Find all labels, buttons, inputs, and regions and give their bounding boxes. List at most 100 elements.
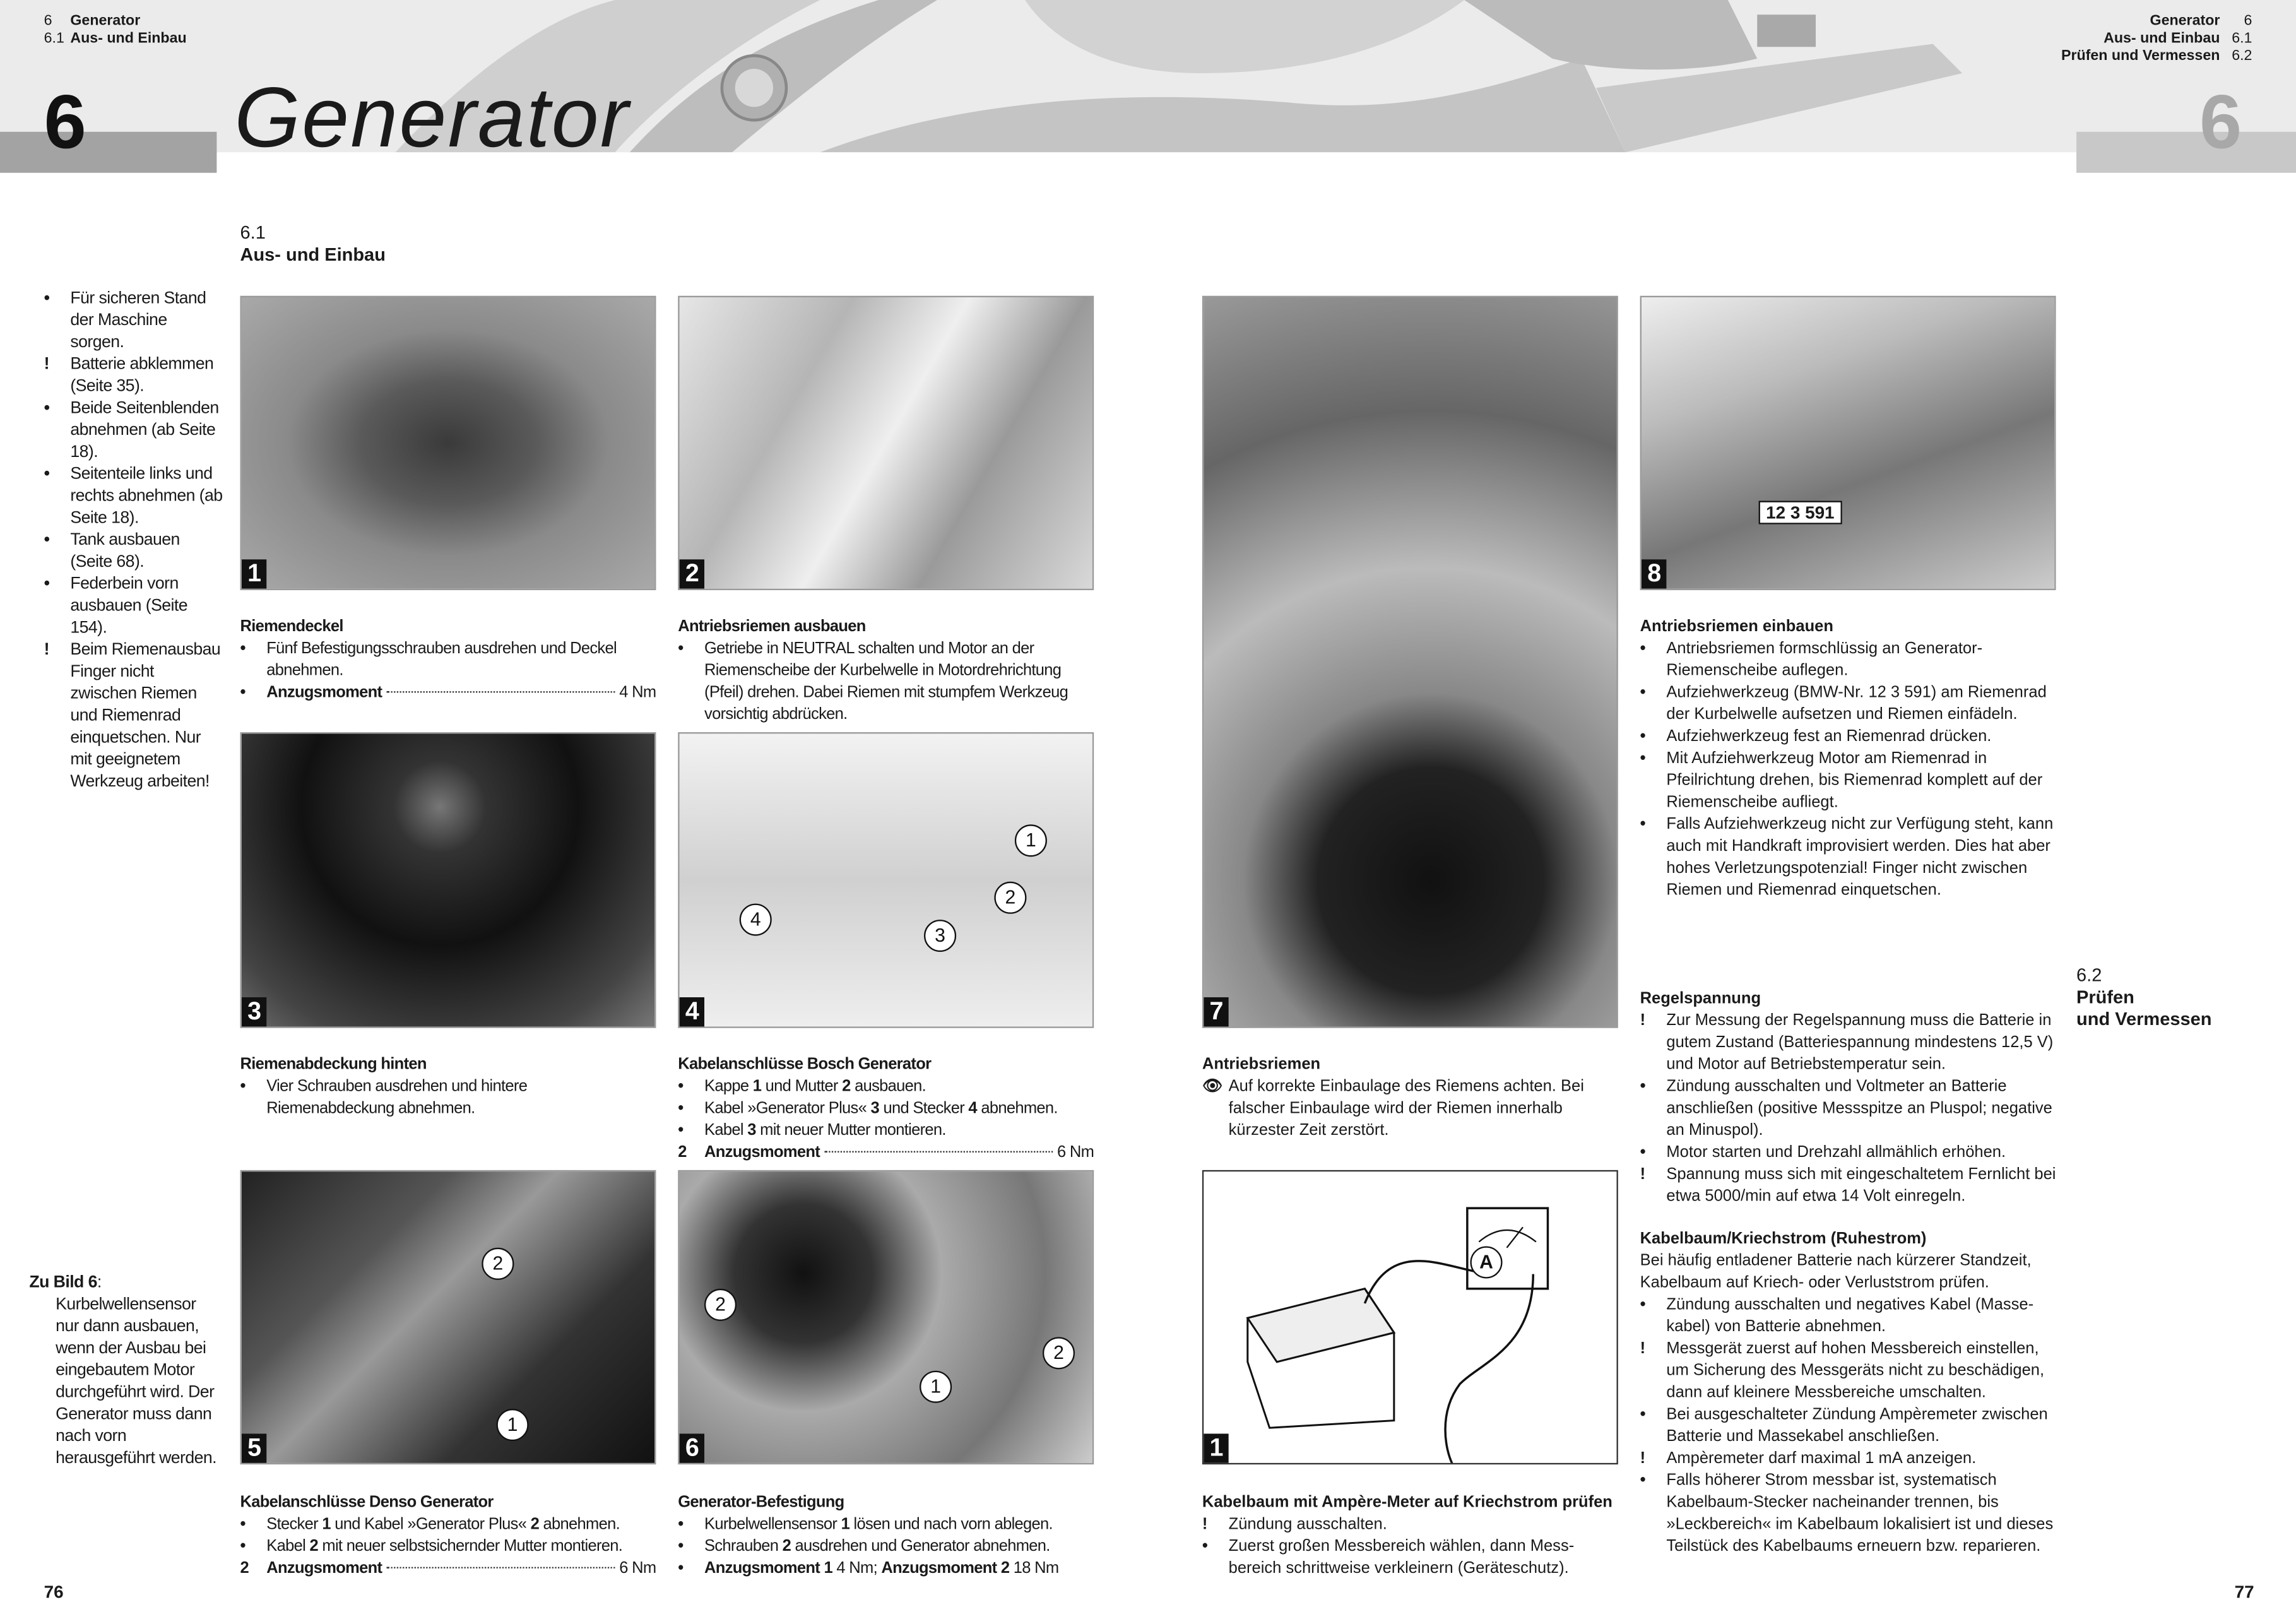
list-item: !Zündung ausschalten.	[1202, 1514, 1618, 1536]
running-head-num: 6.1	[2232, 30, 2252, 47]
item-text: Antriebsriemen formschlüssig an Generato…	[1666, 639, 2056, 683]
item-text: Zur Messung der Regelspannung muss die B…	[1666, 1011, 2064, 1076]
text-segment: Kabel	[704, 1122, 748, 1140]
item-text: Schrauben 2 ausdrehen und Generator abne…	[704, 1536, 1094, 1558]
bold-ref: 2	[309, 1538, 318, 1556]
caption-title: Antriebsriemen	[1202, 1055, 1321, 1074]
text-segment: Zuerst großen Messbereich wählen, dann M…	[1228, 1538, 1575, 1577]
text-segment: Fünf Befestigungsschrauben ausdrehen und…	[266, 639, 617, 680]
list-item: •Bei ausgeschalteter Zündung Ampèremeter…	[1640, 1404, 2065, 1449]
note-label: Zu Bild 6	[29, 1274, 97, 1292]
torque-value: 6 Nm	[1056, 1144, 1094, 1161]
bold-ref: 1	[752, 1077, 762, 1096]
callout-marker: 2	[704, 1288, 737, 1321]
torque-value: 4 Nm	[619, 684, 656, 702]
item-text: Anzugsmoment 1 4 Nm; Anzugsmoment 2 18 N…	[704, 1558, 1094, 1580]
running-head-title: Aus- und Einbau	[70, 30, 187, 47]
caption-title: Riemenabdeckung hinten	[240, 1055, 427, 1074]
text-segment: und Stecker	[879, 1099, 969, 1118]
sidebar-item: •Für sicheren Stand der Maschine sorgen.	[44, 288, 223, 354]
exclamation-icon: !	[44, 355, 50, 374]
figure-number: 4	[679, 997, 706, 1027]
list-item: •Aufziehwerkzeug (BMW-Nr. 12 3 591) am R…	[1640, 682, 2056, 726]
torque-label: Anzugsmoment	[266, 1560, 382, 1577]
list-item: •Zuerst großen Messbereich wählen, dann …	[1202, 1536, 1618, 1580]
caption-title: Riemendeckel	[240, 618, 344, 636]
sidebar-item: •Federbein vorn ausbauen (Seite 154).	[44, 574, 223, 640]
list-item: •Kappe 1 und Mutter 2 ausbauen.	[678, 1076, 1094, 1098]
item-text: Für sicheren Stand der Maschine sorgen.	[70, 290, 206, 352]
list-item: !Spannung muss sich mit eingeschaltetem …	[1640, 1165, 2065, 1209]
bullet-icon: •	[1640, 1077, 1646, 1096]
item-text: Zuerst großen Messbereich wählen, dann M…	[1229, 1536, 1618, 1580]
text-segment: und Mutter	[761, 1077, 843, 1096]
item-text: Kabel 2 mit neuer selbstsichernder Mutte…	[266, 1536, 656, 1558]
figure-caption: Generator-Befestigung•Kurbelwellensensor…	[678, 1492, 1094, 1580]
bullet-icon: •	[1640, 749, 1646, 768]
list-item: • Schrauben 2 ausdrehen und Generator abn…	[678, 1536, 1094, 1558]
dot-leader	[386, 1567, 615, 1568]
bullet-icon: •	[678, 639, 683, 658]
item-text: Vier Schrauben ausdrehen und hintere Rie…	[266, 1076, 656, 1120]
torque-ref-number: 2	[678, 1144, 687, 1161]
item-text: Zündung ausschalten.	[1229, 1514, 1618, 1536]
sidebar-item: •Tank ausbauen (Seite 68).	[44, 530, 223, 574]
text-segment: Messgerät zuerst auf hohen Messbereich e…	[1666, 1339, 2045, 1402]
item-text: Getriebe in NEUTRAL schalten und Motor a…	[704, 639, 1094, 726]
item-text: Falls Aufziehwerkzeug nicht zur Verfügun…	[1666, 814, 2056, 902]
running-head-left: 6 Generator 6.1 Aus- und Einbau	[44, 13, 187, 49]
figure-number: 1	[1204, 1433, 1229, 1463]
page-number-right: 77	[2234, 1581, 2254, 1603]
item-text: Auf korrekte Einbaulage des Riemens acht…	[1229, 1076, 1618, 1142]
bullet-icon: •	[240, 684, 246, 702]
running-head-title: Generator	[70, 13, 141, 30]
chapter-number-left: 6	[44, 80, 86, 166]
sidebar-item: •Seitenteile links und rechts abneh­men …	[44, 465, 223, 530]
text-segment: Zündung ausschalten.	[1228, 1515, 1387, 1534]
text-segment: Kabel	[266, 1538, 310, 1556]
list-item: •Falls Aufziehwerkzeug nicht zur Verfügu…	[1640, 814, 2056, 902]
running-head-num: 6	[2244, 13, 2252, 30]
ammeter-label: A	[1470, 1246, 1503, 1279]
item-text: Mit Aufziehwerkzeug Motor am Riemenrad i…	[1666, 749, 2056, 814]
list-item: •Zündung ausschalten und negatives Kabel…	[1640, 1295, 2065, 1339]
bold-ref: 2	[530, 1515, 540, 1534]
running-head-num: 6	[44, 13, 52, 30]
section-title: und Vermessen	[2076, 1009, 2212, 1030]
list-item: •Fünf Befestigungsschrauben ausdrehen un…	[240, 639, 656, 683]
callout-marker: 2	[482, 1247, 514, 1280]
bold-ref: Anzugsmoment 2	[881, 1560, 1010, 1577]
section-heading-6-1: 6.1 Aus- und Einbau	[240, 223, 386, 267]
figure-number: 3	[241, 997, 268, 1027]
bullet-icon: •	[678, 1122, 683, 1140]
item-text: Aufziehwerkzeug (BMW-Nr. 12 3 591) am Ri…	[1666, 682, 2056, 726]
text-block-kriechstrom: Kabelbaum/Kriechstrom (Ruhestrom)Bei häu…	[1640, 1229, 2065, 1558]
text-segment: Zündung ausschalten und Voltmeter an Bat…	[1666, 1077, 2052, 1140]
text-segment: ausdrehen und Generator abnehmen.	[791, 1538, 1051, 1556]
item-text: Kabel 3 mit neuer Mutter montieren.	[704, 1120, 1094, 1142]
figure-caption: Antriebsriemen👁Auf korrekte Einbaulage d…	[1202, 1055, 1618, 1142]
caption-title: Kabelbaum mit Ampère-Meter auf Kriechstr…	[1202, 1493, 1613, 1512]
note-text: Kurbelwellensensor nur dann ausbauen, we…	[56, 1296, 216, 1467]
sidebar-item: !Batterie abklemmen (Seite 35).	[44, 354, 223, 398]
bold-ref: 1	[322, 1515, 331, 1534]
bullet-icon: •	[678, 1099, 683, 1118]
figure-caption: Kabelanschlüsse Denso Generator •Stecker …	[240, 1492, 657, 1580]
tool-number-label: 12 3 591	[1758, 501, 1842, 525]
bullet-icon: •	[1640, 1296, 1646, 1314]
bullet-icon: •	[240, 1538, 246, 1556]
text-segment: Falls höherer Strom messbar ist, systema…	[1666, 1471, 2054, 1556]
running-head-num: 6.1	[44, 30, 64, 47]
section-number: 6.1	[240, 222, 266, 244]
list-item: • Zündung ausschalten und Voltmeter an Ba…	[1640, 1076, 2065, 1142]
motorcycle-header-image	[395, 0, 1963, 153]
exclamation-icon: !	[1640, 1339, 1646, 1358]
list-item: •Stecker 1 und Kabel »Generator Plus« 2 …	[240, 1514, 656, 1536]
caption-title: Kabelanschlüsse Denso Generator	[240, 1493, 494, 1512]
bullet-icon: •	[678, 1538, 683, 1556]
figure-number: 6	[679, 1433, 706, 1463]
block-title: Kabelbaum/Kriechstrom (Ruhestrom)	[1640, 1230, 1927, 1248]
